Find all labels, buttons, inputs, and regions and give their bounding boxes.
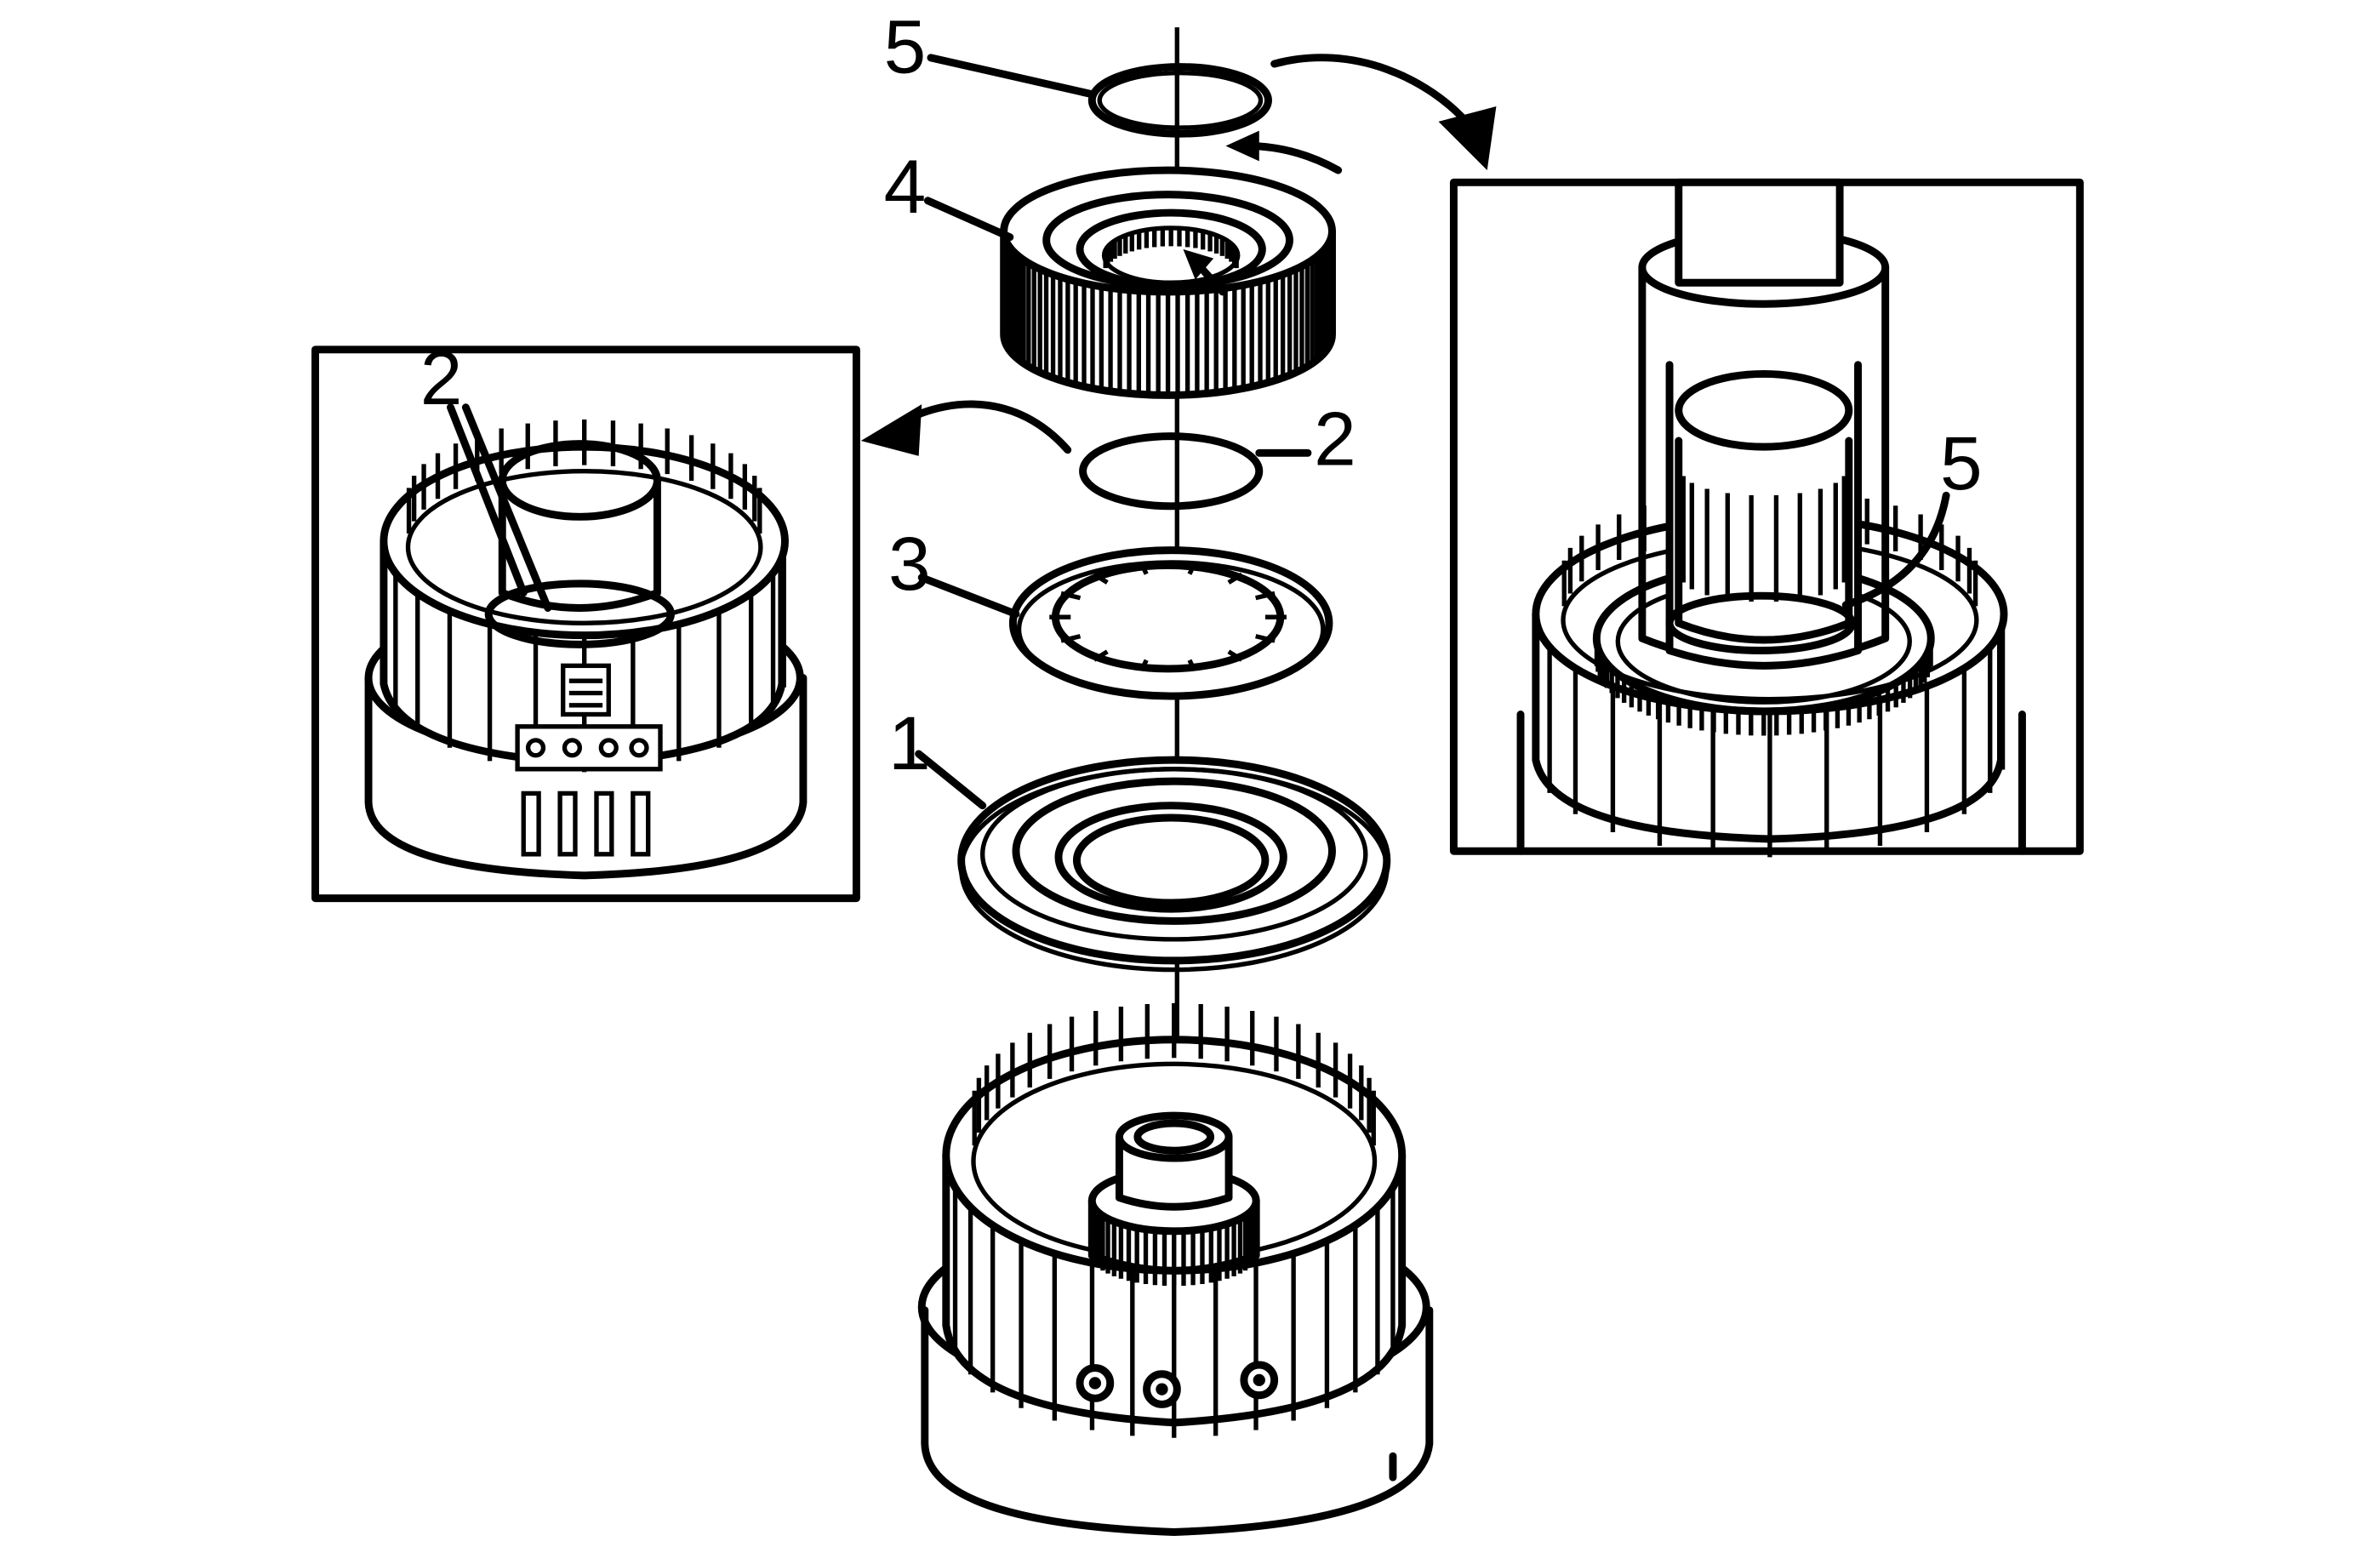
rotation-arrow [1225, 130, 1343, 174]
piston-part-1 [957, 756, 1391, 973]
right-inset-detail [1449, 178, 2084, 858]
callout-labels: 5 4 2 3 1 2 5 [420, 4, 1983, 785]
seal-ring-part-5 [1087, 63, 1272, 138]
callout-1-piston: 1 [888, 700, 931, 785]
curved-arrow-right-inset [1270, 54, 1497, 171]
callout-3-spring-plate: 3 [888, 521, 931, 606]
snap-ring-part-2 [1079, 432, 1264, 511]
callout-5-seal-ring: 5 [884, 4, 927, 89]
clutch-housing [917, 1002, 1434, 1536]
callout-2-left-inset: 2 [420, 335, 463, 420]
clutch-hub-part-4 [1000, 166, 1336, 399]
callout-5-right-inset: 5 [1940, 420, 1983, 505]
leader-lines [447, 54, 1950, 810]
spring-plate-part-3 [1008, 546, 1333, 700]
curved-arrow-left-inset [860, 400, 1072, 456]
callout-4-clutch-hub: 4 [884, 144, 927, 229]
left-inset-detail [311, 345, 860, 903]
callout-2-snap-ring: 2 [1314, 397, 1356, 482]
